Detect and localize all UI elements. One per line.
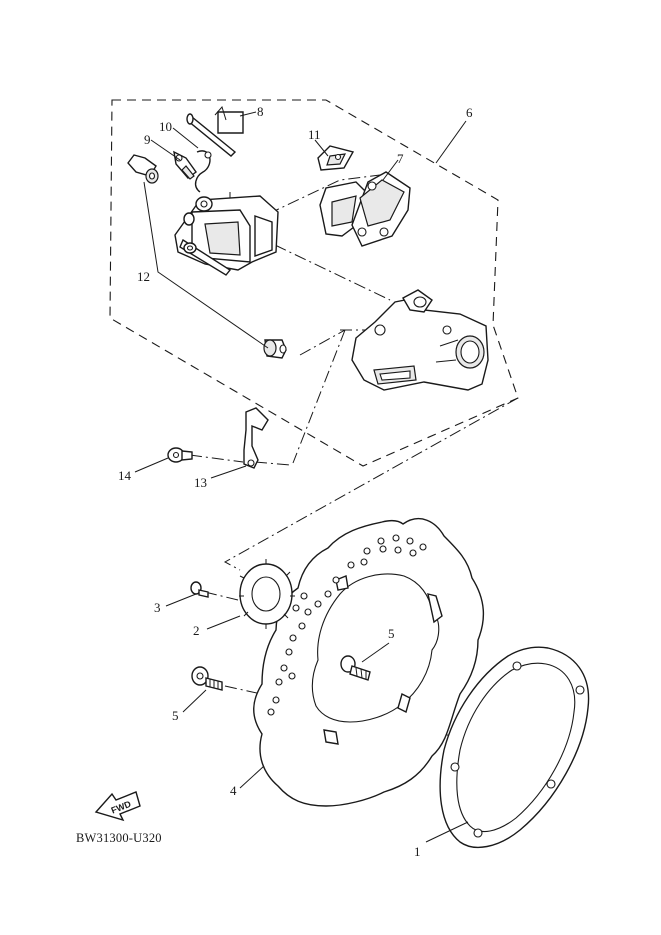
pad-spring bbox=[317, 145, 355, 171]
bleed-screw bbox=[173, 150, 197, 180]
callout-12: 12 bbox=[137, 269, 150, 284]
callout-9: 9 bbox=[144, 132, 151, 147]
bracket-bolt bbox=[167, 447, 193, 463]
callout-3: 3 bbox=[154, 600, 161, 615]
disc-cover-plate bbox=[439, 646, 590, 849]
brake-caliper-body bbox=[174, 195, 279, 276]
callout-11: 11 bbox=[308, 127, 321, 142]
callout-14: 14 bbox=[118, 468, 132, 483]
callout-10: 10 bbox=[159, 119, 172, 134]
fwd-arrow-icon: FWD bbox=[94, 791, 141, 822]
brake-disc bbox=[253, 518, 485, 807]
disc-vent-holes bbox=[267, 534, 427, 716]
callout-5-outer: 5 bbox=[172, 708, 179, 723]
callout-5-inner: 5 bbox=[388, 626, 395, 641]
caliper-pin bbox=[186, 105, 244, 157]
callout-13: 13 bbox=[194, 475, 207, 490]
pin-clip bbox=[194, 150, 212, 193]
callout-8: 8 bbox=[257, 104, 264, 119]
brake-pads bbox=[319, 171, 411, 247]
union-bolt-assembly bbox=[127, 154, 287, 359]
callout-1: 1 bbox=[414, 844, 421, 859]
callout-6: 6 bbox=[466, 105, 473, 120]
caliper-bracket bbox=[351, 289, 489, 391]
sensor-rotor bbox=[239, 559, 295, 629]
callout-leaders bbox=[134, 111, 469, 843]
callout-7: 7 bbox=[397, 151, 404, 166]
disc-bolt bbox=[191, 666, 223, 691]
callout-labels: 1 2 3 4 5 5 6 7 8 9 10 11 12 13 14 bbox=[118, 104, 473, 859]
callout-2: 2 bbox=[193, 623, 200, 638]
callout-4: 4 bbox=[230, 783, 237, 798]
diagram-reference-code: BW31300-U320 bbox=[76, 831, 162, 845]
disc-bolt-mounted bbox=[340, 655, 371, 681]
caliper-assembly-boundary bbox=[109, 99, 519, 467]
hose-guide-bracket bbox=[243, 407, 269, 469]
